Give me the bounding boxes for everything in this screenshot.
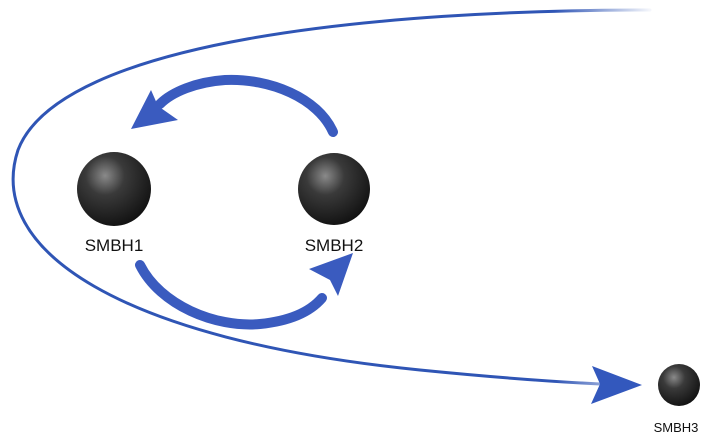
smbh2-sphere xyxy=(298,153,370,225)
binary-orbit-lower-arrowhead xyxy=(309,253,353,296)
smbh1-label: SMBH1 xyxy=(85,236,144,255)
smbh2-label: SMBH2 xyxy=(305,236,364,255)
outer-trajectory-arrowhead xyxy=(591,366,642,404)
binary-orbit-upper-arrow-shaft xyxy=(155,74,338,137)
outer-trajectory-curve xyxy=(11,8,652,386)
smbh1-sphere xyxy=(77,152,151,226)
smbh3-label: SMBH3 xyxy=(654,420,699,435)
binary-orbit-lower-arrow-shaft xyxy=(135,260,327,330)
smbh3-sphere xyxy=(658,364,700,406)
binary-orbit-upper-arrowhead xyxy=(131,90,178,129)
